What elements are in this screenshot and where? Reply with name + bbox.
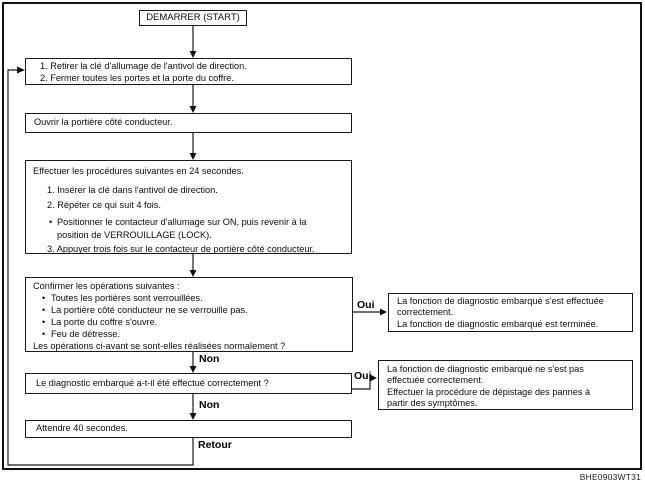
result-ok-line1: La fonction de diagnostic embarqué s'est… (397, 296, 604, 306)
step4-bullet1: Toutes les portières sont verrouillées. (42, 292, 352, 304)
step6-text: Attendre 40 secondes. (36, 423, 128, 433)
step3-procedures-box: Effectuer les procédures suivantes en 24… (25, 160, 352, 254)
step2-open-door-box: Ouvrir la portière côté conducteur. (25, 113, 352, 133)
step5-text: Le diagnostic embarqué a-t-il été effect… (36, 378, 269, 388)
step2-text: Ouvrir la portière côté conducteur. (34, 117, 173, 127)
start-node: DEMARRER (START) (139, 10, 247, 26)
step3-heading: Effectuer les procédures suivantes en 24… (33, 166, 244, 176)
step4-bullet2: La portière côté conducteur ne se verrou… (42, 304, 352, 316)
step4-heading: Confirmer les opérations suivantes : (33, 281, 180, 291)
branch-label-non-2: Non (199, 399, 220, 411)
branch-label-non-1: Non (199, 353, 220, 365)
branch-label-retour: Retour (198, 439, 232, 451)
step3-item3: 3. Appuyer trois fois sur le contacteur … (47, 244, 315, 254)
result-fail-line1: La fonction de diagnostic embarqué ne s'… (387, 364, 584, 374)
step1-line1: 1. Retirer la clé d'allumage de l'antivo… (40, 61, 247, 71)
step1-line2: 2. Fermer toutes les portes et la porte … (40, 72, 234, 83)
start-label: DEMARRER (START) (146, 12, 240, 23)
result-fail-line2: effectuée correctement. (387, 375, 484, 386)
result-fail-box: La fonction de diagnostic embarqué ne s'… (378, 360, 633, 410)
step4-bullet3: La porte du coffre s'ouvre. (42, 316, 352, 328)
result-ok-line2: correctement. (397, 307, 454, 318)
branch-label-oui-1: Oui (357, 299, 375, 311)
step4-question: Les opérations ci-avant se sont-elles ré… (33, 341, 286, 351)
step5-diagnostic-question-box: Le diagnostic embarqué a-t-il été effect… (25, 373, 352, 394)
figure-code: BHE0903WT31 (579, 472, 641, 482)
step4-bullet4: Feu de détresse. (42, 328, 352, 340)
result-fail-line4: partir des symptômes. (387, 397, 478, 408)
branch-label-oui-2: Oui (354, 370, 372, 382)
result-fail-line3: Effectuer la procédure de dépistage des … (387, 386, 591, 397)
result-ok-line3: La fonction de diagnostic embarqué est t… (397, 318, 599, 329)
step3-bullet-line2: position de VERROUILLAGE (LOCK). (57, 230, 212, 240)
step3-item1: 1. Insérer la clé dans l'antivol de dire… (47, 185, 218, 195)
step1-remove-key-box: 1. Retirer la clé d'allumage de l'antivo… (25, 58, 352, 85)
step3-bullet-line1: Positionner le contacteur d'allumage sur… (49, 216, 351, 228)
result-ok-box: La fonction de diagnostic embarqué s'est… (388, 293, 633, 332)
step4-confirm-box: Confirmer les opérations suivantes : Tou… (25, 277, 353, 352)
step6-wait-box: Attendre 40 secondes. (25, 420, 352, 438)
step3-item2: 2. Répéter ce qui suit 4 fois. (47, 200, 161, 210)
